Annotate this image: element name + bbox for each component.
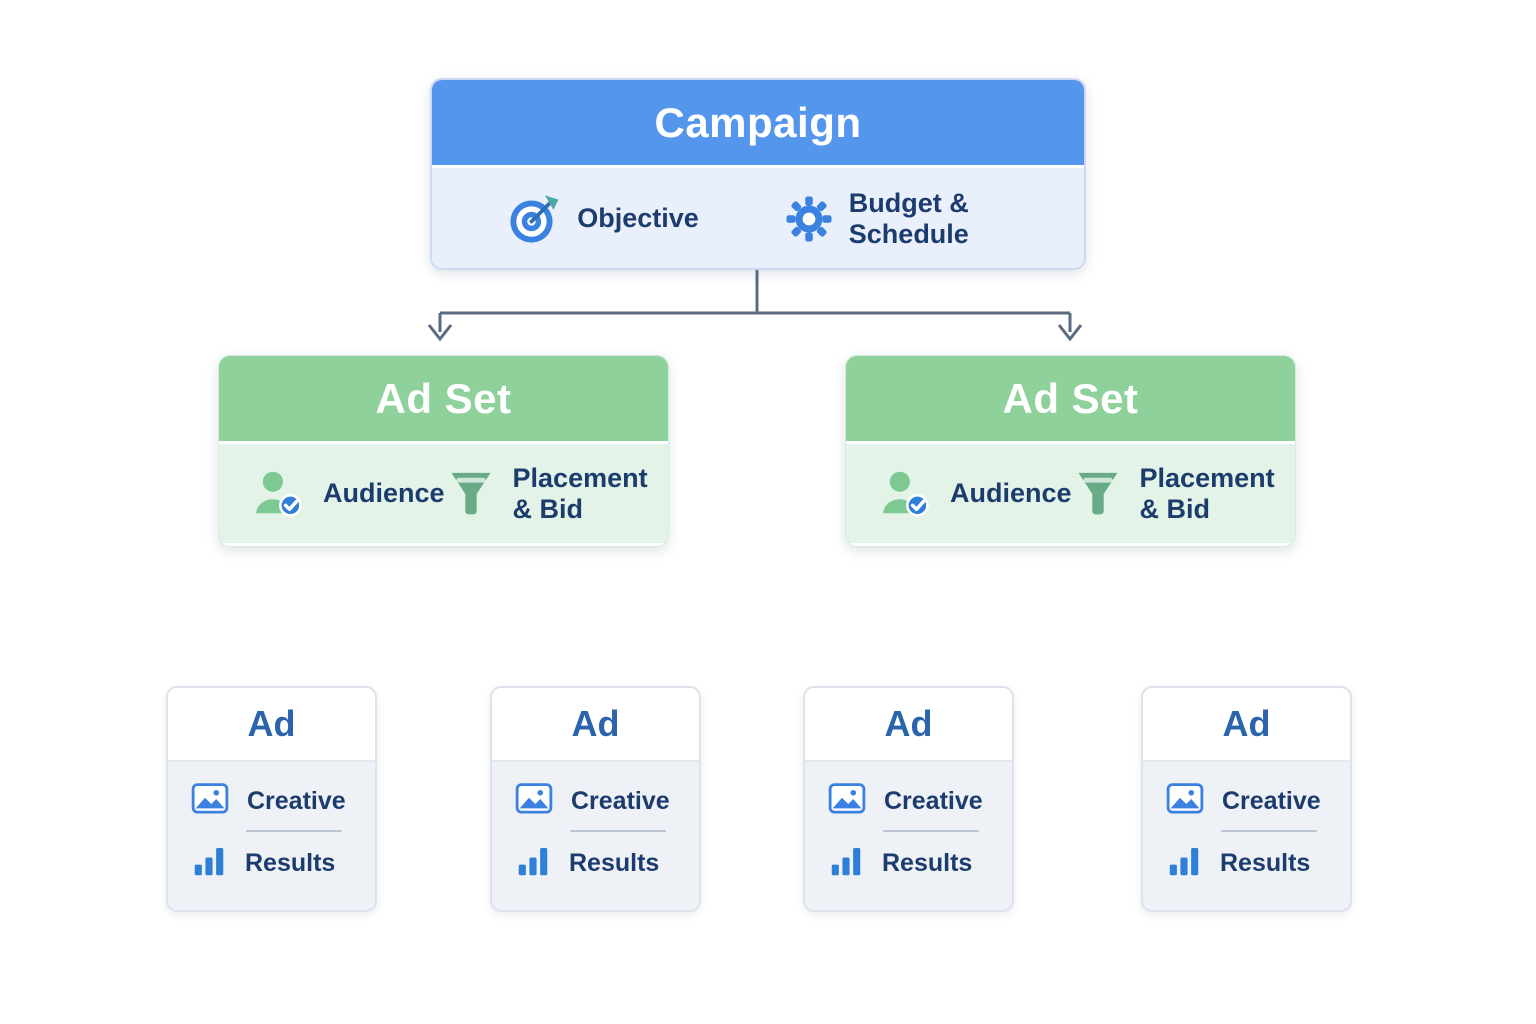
ad4-body: Creative Results [1143, 762, 1350, 900]
ad3-header: Ad [805, 688, 1012, 762]
adset2-body: Audience Placement & Bid [846, 441, 1295, 543]
image-icon [827, 779, 867, 824]
ad3-divider [883, 830, 979, 832]
adset1-header: Ad Set [219, 356, 668, 441]
arrowhead-left-icon [427, 324, 453, 342]
ad2-results-row: Results [514, 836, 679, 890]
audience-check-icon [251, 466, 307, 522]
image-icon [190, 779, 230, 824]
funnel-icon [1072, 468, 1124, 520]
ad3-title: Ad [884, 703, 933, 744]
adset2-header: Ad Set [846, 356, 1295, 441]
results-label: Results [1220, 848, 1311, 877]
results-label: Results [882, 848, 973, 877]
ad3-body: Creative Results [805, 762, 1012, 900]
ad2-body: Creative Results [492, 762, 699, 900]
ad2-divider [570, 830, 666, 832]
ad2-creative-row: Creative [514, 774, 679, 828]
bar-chart-icon [190, 842, 228, 885]
creative-label: Creative [571, 786, 670, 815]
placement-bid-label: Placement & Bid [1139, 463, 1275, 524]
audience-label: Audience [950, 478, 1072, 509]
adset2-placement-feature: Placement & Bid [1072, 463, 1275, 524]
adset1-body: Audience Placement & Bid [219, 441, 668, 543]
campaign-title: Campaign [654, 98, 862, 146]
target-icon [507, 192, 561, 246]
ad4-creative-row: Creative [1165, 774, 1330, 828]
adset-card-2: Ad Set Audience [845, 355, 1296, 547]
ad3-creative-row: Creative [827, 774, 992, 828]
ad2-header: Ad [492, 688, 699, 762]
campaign-body: Objective [432, 165, 1084, 268]
adset2-title: Ad Set [1002, 374, 1139, 422]
campaign-card: Campaign Objective [430, 78, 1086, 270]
image-icon [1165, 779, 1205, 824]
adset-card-1: Ad Set Audience [218, 355, 669, 547]
bar-chart-icon [827, 842, 865, 885]
results-label: Results [569, 848, 660, 877]
adset1-placement-feature: Placement & Bid [445, 463, 648, 524]
funnel-icon [445, 468, 497, 520]
ad4-divider [1221, 830, 1317, 832]
budget-schedule-label: Budget & Schedule [848, 188, 969, 249]
audience-check-icon [878, 466, 934, 522]
campaign-objective-feature: Objective [507, 192, 699, 246]
placement-bid-label: Placement & Bid [512, 463, 648, 524]
ad4-title: Ad [1222, 703, 1271, 744]
creative-label: Creative [884, 786, 983, 815]
bar-chart-icon [514, 842, 552, 885]
ad2-title: Ad [571, 703, 620, 744]
campaign-budget-feature: Budget & Schedule [785, 188, 1009, 249]
ad-card-3: Ad Creative [803, 686, 1014, 912]
results-label: Results [245, 848, 336, 877]
campaign-header: Campaign [432, 80, 1084, 165]
objective-label: Objective [577, 203, 699, 234]
ad1-body: Creative Results [168, 762, 375, 900]
ad1-title: Ad [247, 703, 296, 744]
ad4-header: Ad [1143, 688, 1350, 762]
bar-chart-icon [1165, 842, 1203, 885]
ad1-results-row: Results [190, 836, 355, 890]
ad-card-2: Ad Creative [490, 686, 701, 912]
arrowhead-right-icon [1057, 324, 1083, 342]
ad-card-1: Ad Creative [166, 686, 377, 912]
adset1-title: Ad Set [375, 374, 512, 422]
ad1-header: Ad [168, 688, 375, 762]
adset1-audience-feature: Audience [251, 466, 445, 522]
gear-icon [785, 195, 833, 243]
image-icon [514, 779, 554, 824]
ad-card-4: Ad Creative [1141, 686, 1352, 912]
ad1-creative-row: Creative [190, 774, 355, 828]
ad1-divider [246, 830, 342, 832]
audience-label: Audience [323, 478, 445, 509]
creative-label: Creative [1222, 786, 1321, 815]
adset2-audience-feature: Audience [878, 466, 1072, 522]
ad3-results-row: Results [827, 836, 992, 890]
creative-label: Creative [247, 786, 346, 815]
ad4-results-row: Results [1165, 836, 1330, 890]
